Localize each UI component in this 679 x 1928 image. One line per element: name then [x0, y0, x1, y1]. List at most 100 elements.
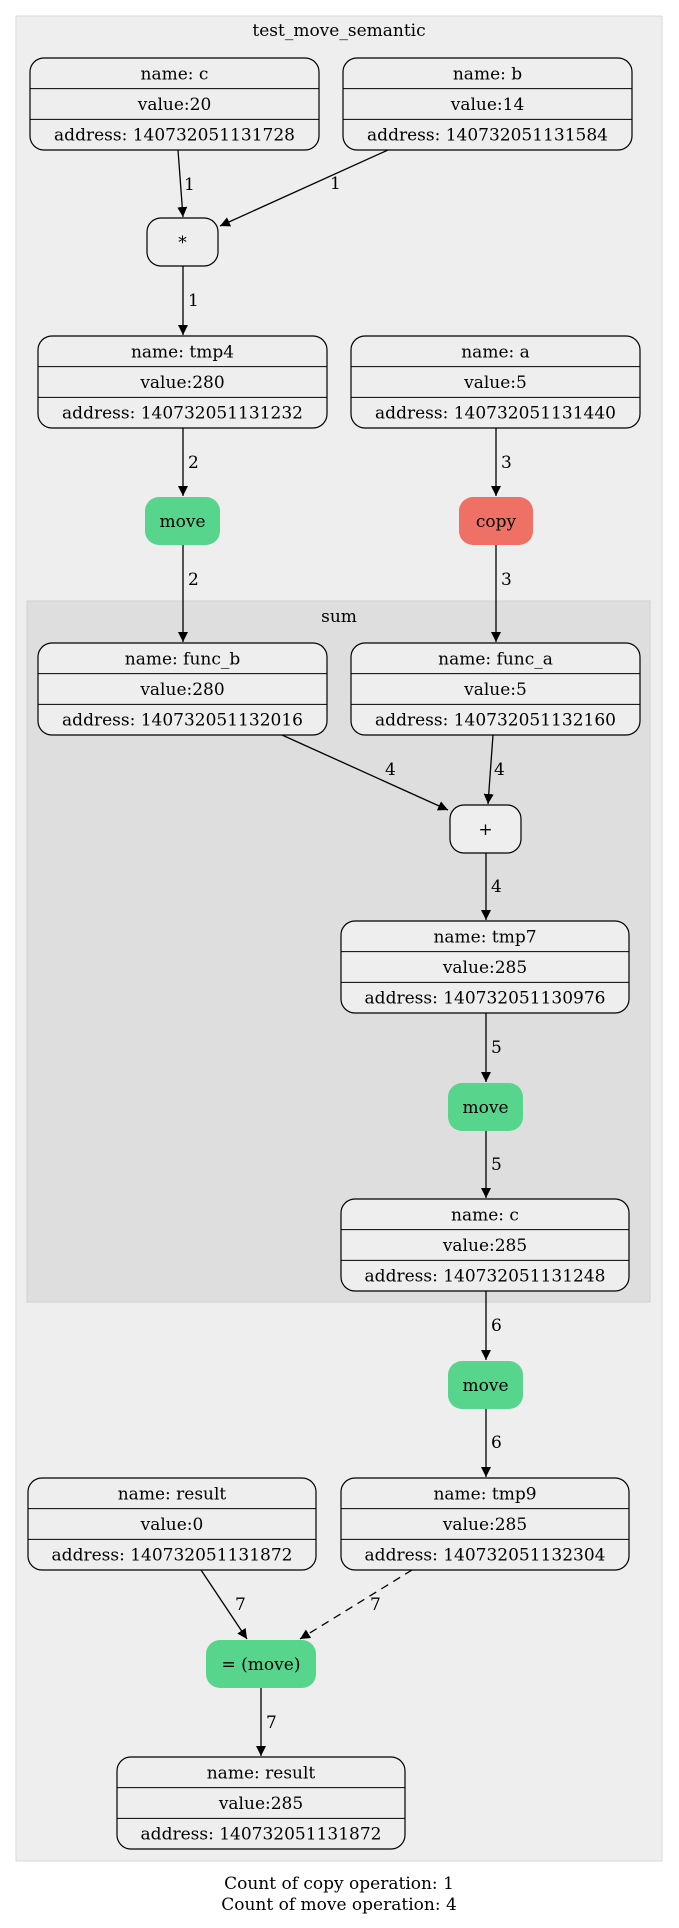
operation-label: *: [178, 233, 187, 253]
variable-node-frame: [350, 642, 641, 736]
edge-label: 7: [370, 1595, 381, 1615]
outer-cluster-label: test_move_semantic: [252, 21, 425, 41]
move-count-label: Count of move operation: 4: [221, 1895, 457, 1915]
edge-label: 3: [501, 453, 512, 473]
variable-name: name: c: [451, 1205, 519, 1225]
variable-address: address: 140732051131728: [54, 126, 295, 146]
operation-label: +: [478, 820, 492, 840]
edge-label: 1: [184, 175, 195, 195]
variable-name: name: c: [141, 64, 209, 84]
variable-name: name: func_a: [438, 649, 553, 669]
edge-arrow: [281, 734, 449, 811]
variable-node: name: a value:5 address: 140732051131440: [350, 335, 641, 429]
variable-value: value:20: [137, 95, 212, 115]
variable-address: address: 140732051132016: [62, 711, 303, 731]
variable-node-frame: [29, 57, 320, 151]
variable-address: address: 140732051131872: [52, 1546, 293, 1566]
variable-node: name: func_b value:280 address: 1407320511…: [37, 642, 328, 736]
variable-node-frame: [27, 1477, 317, 1571]
variable-value: value:14: [450, 95, 525, 115]
edge-label: 1: [188, 291, 199, 311]
variable-value: value:285: [442, 958, 527, 978]
variable-node-frame: [350, 335, 641, 429]
variable-address: address: 140732051131232: [62, 404, 303, 424]
variable-value: value:280: [139, 680, 224, 700]
edge-arrow: [483, 734, 494, 805]
variable-name: name: func_b: [125, 649, 241, 669]
move-operation-node: move: [145, 497, 220, 545]
operation-node-frame: [206, 1640, 316, 1688]
variable-name: name: result: [118, 1484, 227, 1504]
variable-node-frame: [37, 642, 328, 736]
edge-label: 2: [188, 453, 199, 473]
plain-operation-node: +: [449, 804, 522, 854]
operation-node-frame: [459, 497, 533, 545]
edge-label: 5: [491, 1155, 502, 1175]
edge-arrow: [299, 1569, 413, 1640]
variable-node: name: tmp4 value:280 address: 140732051131…: [37, 335, 328, 429]
variable-value: value:285: [442, 1515, 527, 1535]
operation-node-frame: [448, 1083, 523, 1131]
operation-node-frame: [145, 497, 220, 545]
edge-label: 3: [501, 570, 512, 590]
edge-label: 6: [491, 1433, 502, 1453]
variable-node-frame: [342, 57, 633, 151]
move-operation-node: move: [448, 1361, 523, 1409]
variable-address: address: 140732051130976: [365, 989, 606, 1009]
copy-count-label: Count of copy operation: 1: [224, 1874, 454, 1894]
variable-name: name: a: [461, 342, 530, 362]
move-operation-node: move: [448, 1083, 523, 1131]
move-operation-node: = (move): [206, 1640, 316, 1688]
variable-node: name: c value:285 address: 140732051131248: [340, 1198, 630, 1292]
variable-node: name: result value:285 address: 1407320511…: [116, 1756, 406, 1850]
operation-label: copy: [476, 512, 517, 532]
variable-node-frame: [340, 1477, 630, 1571]
edge-arrow: [177, 149, 188, 218]
edge-label: 7: [235, 1595, 246, 1615]
operation-node-frame: [146, 217, 219, 267]
variable-address: address: 140732051131872: [141, 1825, 382, 1845]
variable-value: value:285: [442, 1236, 527, 1256]
variable-address: address: 140732051131248: [365, 1267, 606, 1287]
edge-label: 1: [330, 174, 341, 194]
variable-node-frame: [340, 920, 630, 1014]
variable-node-frame: [37, 335, 328, 429]
copy-operation-node: copy: [459, 497, 533, 545]
variable-name: name: result: [207, 1763, 316, 1783]
variable-name: name: tmp4: [131, 342, 234, 362]
plain-operation-node: *: [146, 217, 219, 267]
edge-label: 2: [188, 570, 199, 590]
edge-arrow: [200, 1569, 248, 1640]
edge-label: 4: [494, 760, 505, 780]
edge-arrow: [219, 149, 389, 227]
variable-value: value:5: [463, 373, 527, 393]
edge-label: 4: [491, 877, 502, 897]
edge-label: 7: [266, 1713, 277, 1733]
operation-label: move: [159, 512, 205, 532]
operation-node-frame: [449, 804, 522, 854]
variable-node: name: c value:20 address: 140732051131728: [29, 57, 320, 151]
variable-node-frame: [340, 1198, 630, 1292]
variable-value: value:285: [218, 1794, 303, 1814]
edge-label: 4: [385, 760, 396, 780]
variable-node-frame: [116, 1756, 406, 1850]
operation-label: move: [462, 1098, 508, 1118]
variable-name: name: tmp9: [433, 1484, 536, 1504]
variable-value: value:280: [139, 373, 224, 393]
variable-address: address: 140732051132160: [375, 711, 616, 731]
operation-label: = (move): [222, 1655, 301, 1675]
variable-node: name: result value:0 address: 140732051131…: [27, 1477, 317, 1571]
variable-name: name: b: [453, 64, 522, 84]
variable-address: address: 140732051131440: [375, 404, 616, 424]
variable-value: value:0: [140, 1515, 204, 1535]
operation-label: move: [462, 1376, 508, 1396]
variable-address: address: 140732051132304: [365, 1546, 606, 1566]
variable-address: address: 140732051131584: [367, 126, 608, 146]
edge-label: 6: [491, 1316, 502, 1336]
inner-cluster-label: sum: [321, 607, 357, 627]
operation-node-frame: [448, 1361, 523, 1409]
